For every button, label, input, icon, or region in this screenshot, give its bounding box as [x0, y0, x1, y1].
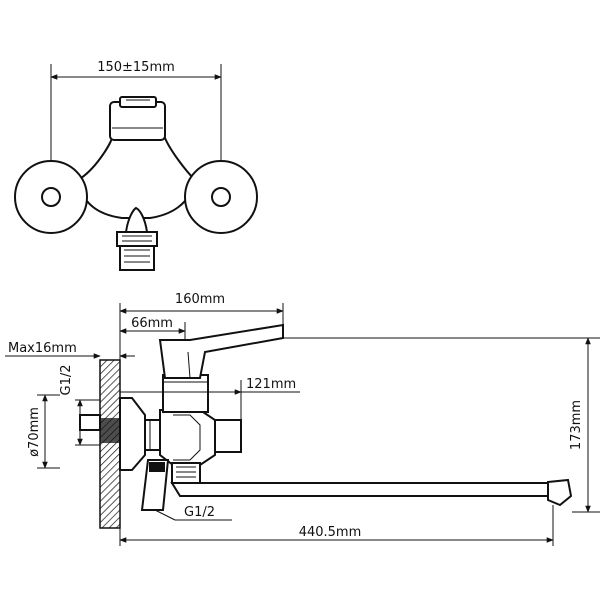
mixer-body-side — [159, 409, 216, 466]
flange-diameter-label: ø70mm — [27, 407, 42, 457]
inlet-pipe-left — [79, 414, 101, 431]
spout-tip — [547, 478, 573, 507]
wall-thickness-label: Max16mm — [8, 341, 77, 356]
lever-offset-label: 66mm — [131, 316, 173, 331]
wall-section — [99, 359, 121, 529]
inlet-depth-label: 121mm — [246, 377, 296, 392]
cartridge-housing — [162, 374, 209, 413]
handle-cap — [119, 96, 157, 108]
inlet-thread-label: G1/2 — [59, 365, 74, 396]
left-flange-center — [41, 187, 61, 207]
wall-flange-side — [119, 397, 146, 471]
outlet-thread-label: G1/2 — [184, 505, 215, 520]
mixer-body-top — [76, 137, 197, 219]
lever-handle — [158, 323, 284, 379]
outlet-thread-leader — [154, 509, 176, 521]
side-view: 160mm 66mm Max16mm G1/2 ø70mm — [5, 292, 600, 546]
spout-length-label: 440.5mm — [299, 525, 362, 540]
right-flange-center — [211, 187, 231, 207]
overall-width-label: 160mm — [175, 292, 225, 307]
spout-swivel — [171, 462, 201, 484]
top-width-label: 150±15mm — [97, 60, 175, 75]
inlet-pipe-in-wall — [100, 418, 120, 443]
spout — [170, 482, 568, 497]
outlet-thread-band — [149, 462, 165, 472]
shower-outlet — [140, 459, 170, 511]
height-label: 173mm — [569, 400, 584, 450]
outlet-nut — [116, 231, 158, 247]
right-connector — [214, 419, 242, 453]
top-view: 150±15mm — [14, 60, 258, 271]
diverter-knob — [124, 206, 149, 233]
